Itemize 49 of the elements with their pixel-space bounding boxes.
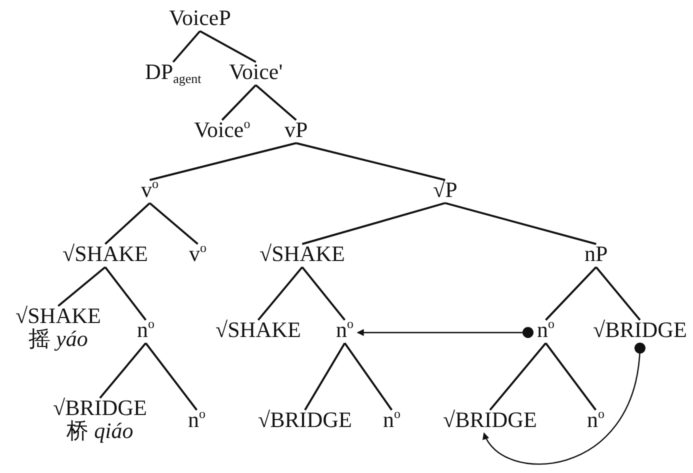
branch-line (489, 342, 547, 411)
branch-line (545, 266, 597, 321)
tree-label: VoiceP (169, 6, 231, 30)
branch-line (104, 202, 150, 245)
tree-label: √BRIDGE (53, 396, 147, 420)
branch-line (595, 266, 641, 321)
branch-line (58, 266, 106, 307)
tree-label: n$^{o}$ (537, 318, 554, 342)
tree-label: DP$_{agent}$ (145, 60, 202, 84)
movement-arrow (356, 327, 534, 338)
tree-label: √SHAKE (216, 318, 301, 342)
tree-label: n$^{o}$ (137, 318, 154, 342)
branch-line (444, 202, 596, 245)
tree-label: Voice$^{o}$ (194, 118, 250, 142)
tree-label: n$^{o}$ (587, 408, 604, 432)
movement-arrow (483, 342, 646, 464)
branch-line (544, 342, 597, 411)
tree-label: n$^{o}$ (188, 408, 206, 432)
branch-line (344, 342, 393, 411)
branch-line (144, 342, 198, 411)
tree-label: Voice' (229, 60, 283, 84)
tree-label: √SHAKE (16, 304, 101, 328)
tree-label: n$^{o}$ (336, 318, 354, 342)
tree-label: √SHAKE (62, 242, 148, 266)
branch-line (199, 30, 256, 63)
branch-line (221, 84, 257, 121)
tree-label: √BRIDGE (443, 408, 537, 432)
branch-line (104, 266, 147, 321)
tree-label: √BRIDGE (258, 408, 352, 432)
gloss-text: 摇 yáo (28, 327, 89, 350)
branch-line (301, 266, 346, 321)
tree-label: √BRIDGE (593, 318, 687, 342)
branch-line (150, 142, 296, 181)
tree-label: √SHAKE (260, 242, 345, 266)
branch-line (172, 30, 201, 63)
branch-line (257, 266, 303, 321)
tree-label: nP (584, 242, 608, 266)
tree-label: v$^{o}$ (141, 178, 158, 202)
branch-line (304, 342, 346, 411)
tree-label: n$^{o}$ (383, 408, 400, 432)
branch-line (149, 202, 198, 245)
tree-label: vP (284, 118, 308, 142)
tree-label: √P (433, 178, 458, 202)
branch-line (302, 202, 446, 245)
branch-line (255, 84, 297, 121)
branch-line (99, 342, 147, 399)
tree-label: v$^{o}$ (189, 242, 206, 266)
branch-line (296, 142, 446, 181)
gloss-text: 桥 qiáo (66, 419, 134, 442)
